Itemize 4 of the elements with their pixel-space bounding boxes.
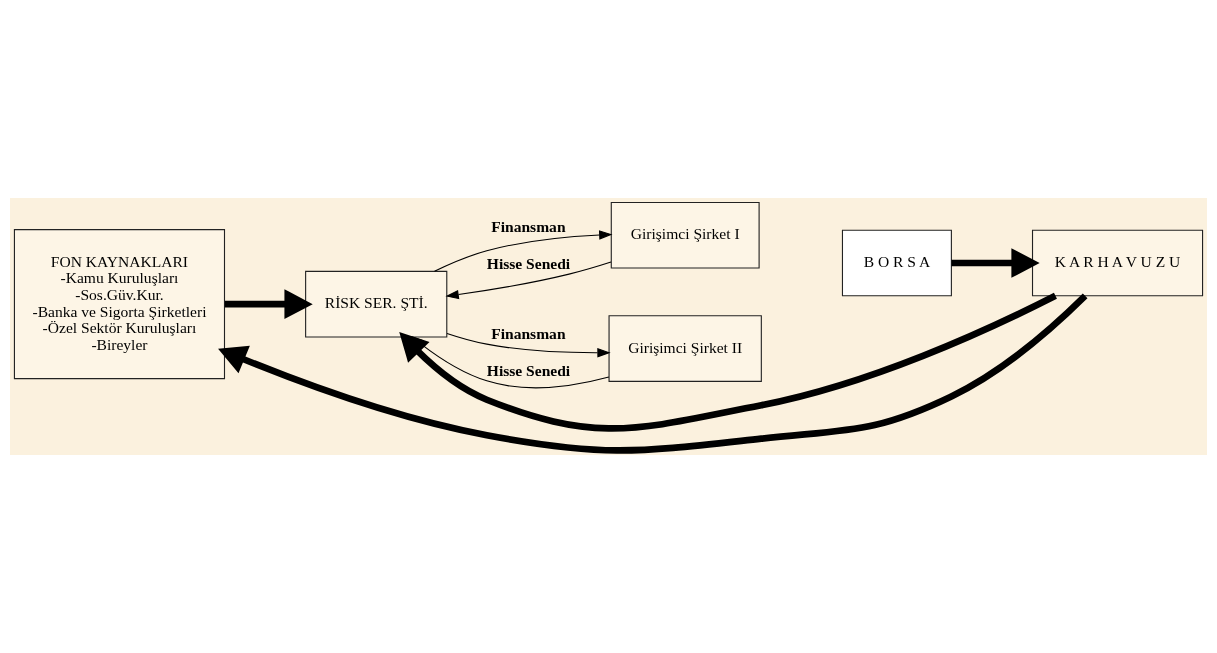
edge-label: Finansman xyxy=(491,324,566,342)
edge-label: Finansman xyxy=(491,218,566,236)
edge-label: Hisse Senedi xyxy=(486,254,571,272)
edge-label: Hisse Senedi xyxy=(486,361,571,379)
